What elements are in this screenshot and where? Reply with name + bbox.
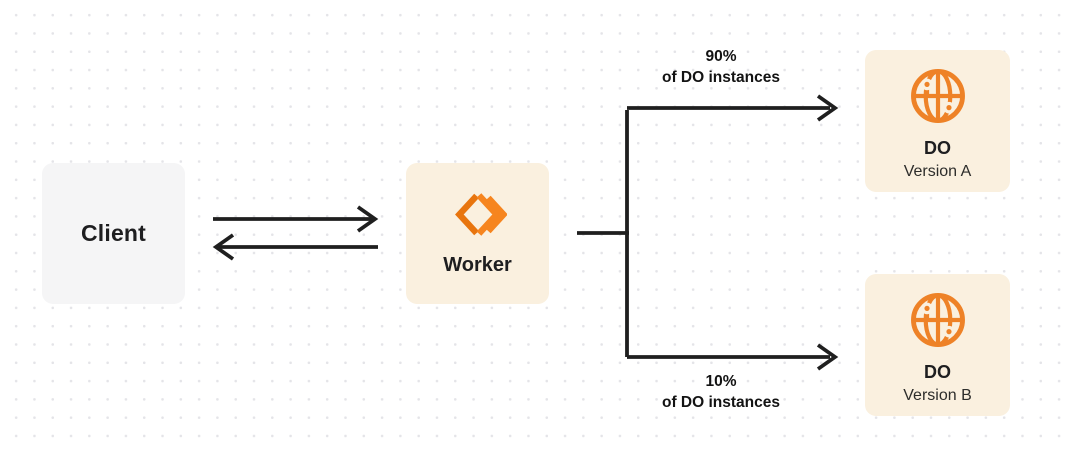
do-a-subtitle: Version A — [903, 162, 972, 180]
arrow-worker-to-client — [212, 233, 378, 261]
edge-label-90-percent: 90% of DO instances — [631, 46, 811, 88]
do-version-b-node: DO Version B — [865, 274, 1010, 416]
branch-split-lines — [577, 94, 839, 371]
edge-caption: of DO instances — [662, 69, 780, 86]
edge-caption: of DO instances — [662, 394, 780, 411]
arrow-client-to-worker — [213, 205, 379, 233]
worker-label: Worker — [443, 254, 512, 276]
edge-percent: 90% — [705, 48, 737, 65]
globe-icon — [910, 293, 965, 347]
do-version-a-node: DO Version A — [865, 50, 1010, 192]
do-a-title: DO — [924, 138, 951, 158]
client-label: Client — [80, 220, 147, 246]
do-b-title: DO — [924, 362, 951, 382]
worker-node: Worker — [406, 163, 549, 304]
workers-icon — [454, 193, 507, 236]
do-b-subtitle: Version B — [903, 386, 972, 404]
globe-icon — [910, 69, 965, 123]
edge-label-10-percent: 10% of DO instances — [631, 371, 811, 413]
edge-percent: 10% — [705, 373, 737, 390]
client-node: Client — [42, 163, 185, 304]
